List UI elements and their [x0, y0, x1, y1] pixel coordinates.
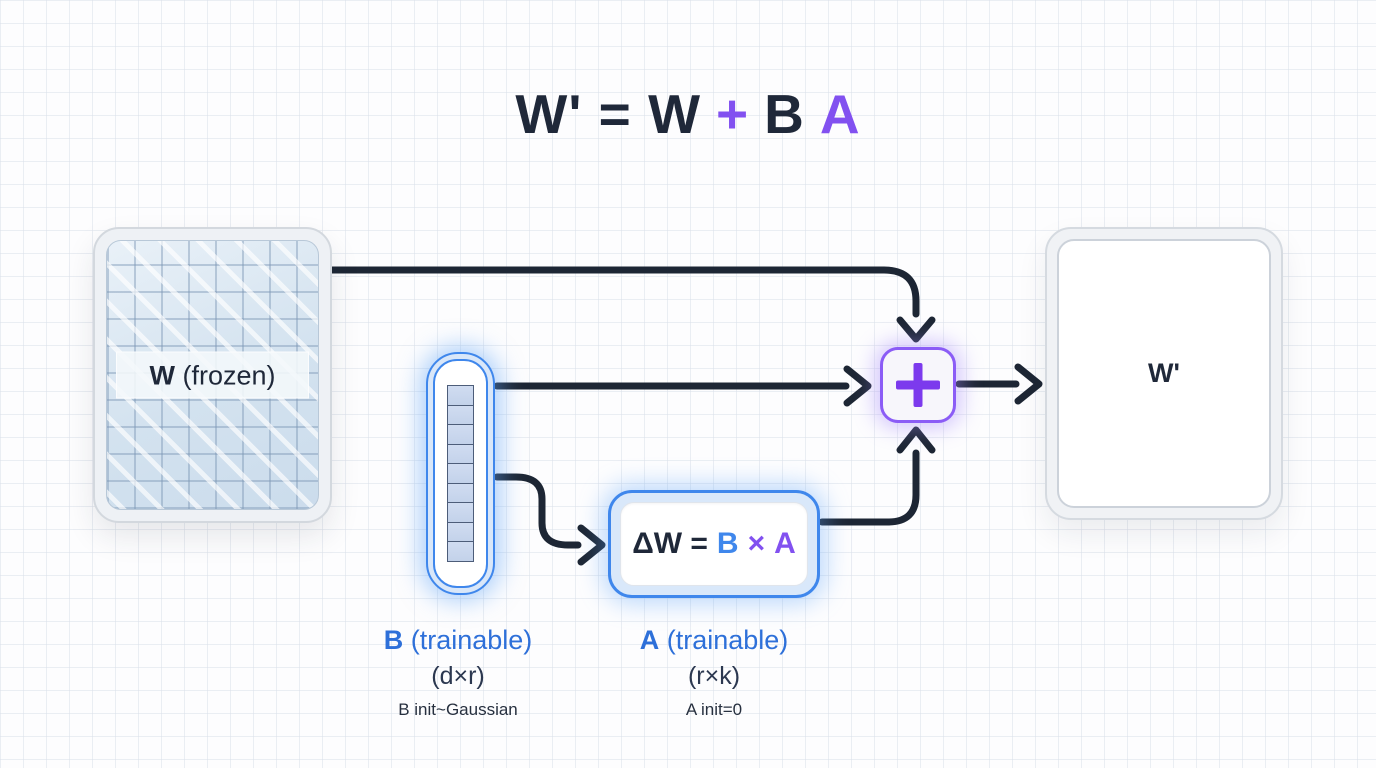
- delta-w-box: ΔW = B × A: [608, 490, 820, 598]
- arrow-b-to-plus: [493, 365, 872, 407]
- a-init-label: A init=0: [685, 700, 743, 719]
- b-trainable-label-group: B (trainable) (d×r) B init~Gaussian: [338, 622, 578, 723]
- b-trainable-suffix: (trainable): [403, 625, 533, 655]
- delta-w-lhs: ΔW =: [632, 527, 708, 560]
- b-init-label: B init~Gaussian: [398, 700, 518, 719]
- b-matrix-cells: [447, 385, 474, 562]
- w-prime-box: W': [1045, 227, 1283, 520]
- b-trainable-label: B (trainable): [338, 622, 578, 658]
- b-matrix-frame: [433, 359, 488, 588]
- b-matrix-cell: [447, 443, 474, 465]
- arrow-b-to-delta: [493, 473, 606, 566]
- delta-w-formula: ΔW = B × A: [620, 502, 808, 586]
- w-frozen-label-bold: W: [149, 360, 175, 391]
- b-dims-label: (d×r): [431, 662, 485, 690]
- b-matrix-cell: [447, 404, 474, 426]
- formula-lhs: W' = W: [515, 83, 701, 145]
- w-frozen-label-rest: (frozen): [174, 360, 276, 391]
- w-prime-frame: W': [1057, 239, 1271, 508]
- b-matrix-cell: [447, 541, 474, 562]
- arrow-delta-to-plus: [818, 426, 936, 526]
- formula-a: A: [819, 83, 861, 145]
- a-trainable-name: A: [639, 625, 660, 655]
- w-frozen-box: W (frozen): [93, 227, 332, 523]
- a-trainable-label: A (trainable): [594, 622, 834, 658]
- formula-b: B: [764, 83, 805, 145]
- diagram-title: W' = W + B A: [0, 82, 1376, 146]
- formula-plus-sign: +: [716, 83, 750, 145]
- b-matrix-box: [426, 352, 495, 595]
- a-trainable-label-group: A (trainable) (r×k) A init=0: [594, 622, 834, 723]
- w-prime-label: W': [1148, 358, 1180, 388]
- w-frozen-label: W (frozen): [116, 351, 309, 399]
- arrow-w-to-plus: [327, 266, 936, 343]
- delta-w-times: ×: [747, 527, 766, 560]
- b-matrix-cell: [447, 385, 474, 406]
- arrow-plus-to-wprime: [955, 363, 1043, 405]
- plus-node: [880, 347, 956, 423]
- b-matrix-cell: [447, 502, 474, 523]
- b-matrix-cell: [447, 463, 474, 484]
- delta-w-b: B: [716, 527, 739, 560]
- b-matrix-cell: [447, 521, 474, 543]
- a-dims-label: (r×k): [687, 662, 741, 690]
- b-matrix-cell: [447, 482, 474, 504]
- w-frozen-texture: W (frozen): [106, 240, 319, 510]
- plus-icon: [883, 350, 953, 420]
- delta-w-a: A: [774, 527, 796, 560]
- b-trainable-name: B: [383, 625, 404, 655]
- b-matrix-cell: [447, 424, 474, 445]
- a-trainable-suffix: (trainable): [659, 625, 789, 655]
